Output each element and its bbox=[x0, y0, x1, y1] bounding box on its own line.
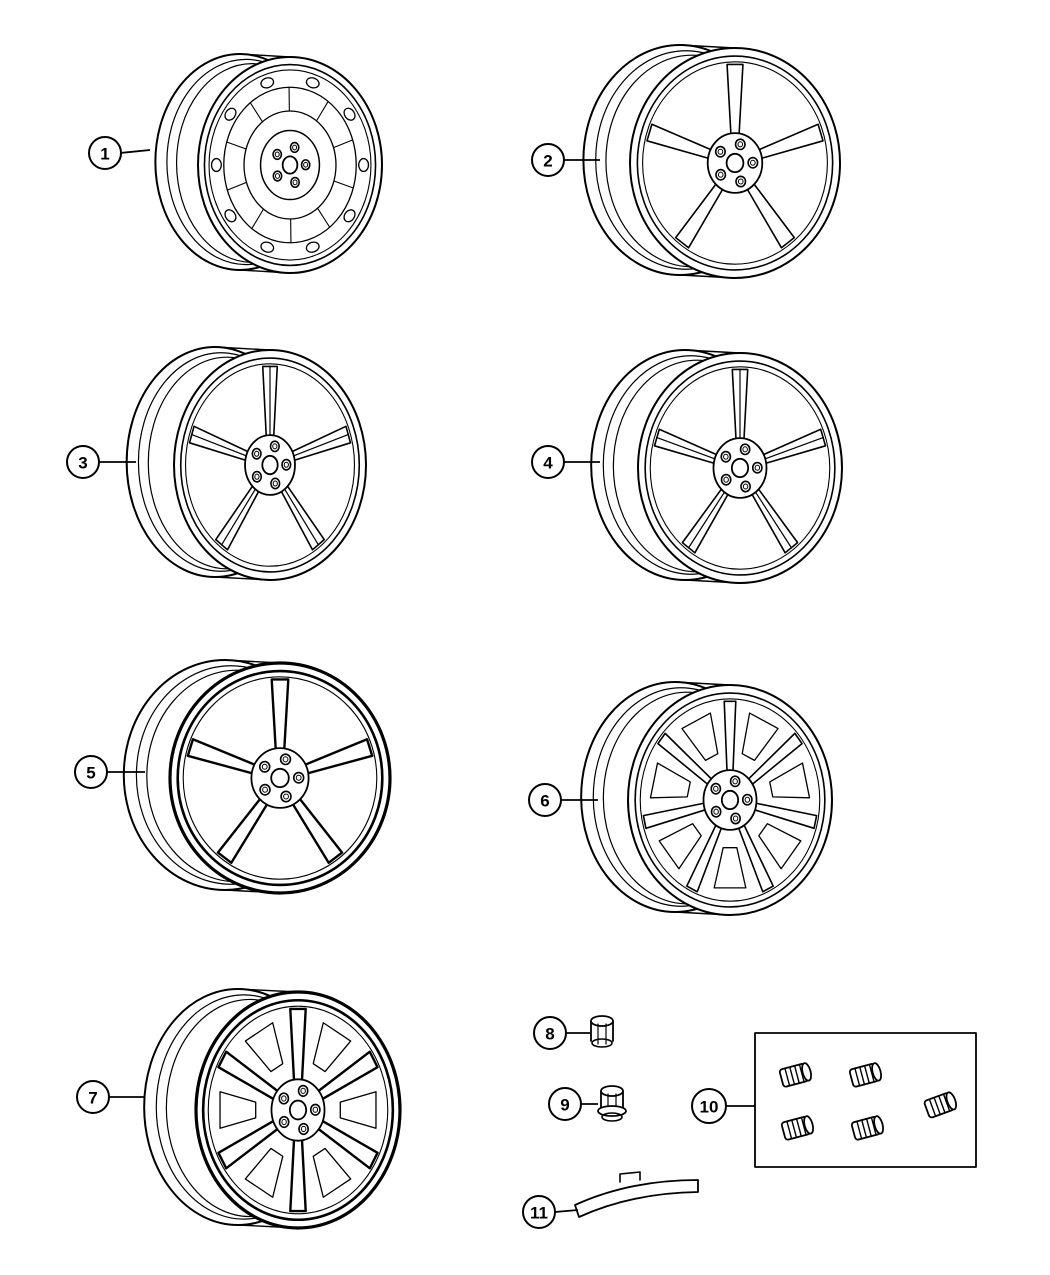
callout-number: 1 bbox=[100, 145, 109, 164]
callout-number: 9 bbox=[560, 1096, 569, 1115]
callout-number: 10 bbox=[700, 1098, 719, 1117]
wheel-aluminum-multi-window-icon bbox=[580, 681, 833, 916]
callout-10: 10 bbox=[691, 1088, 727, 1124]
callout-number: 5 bbox=[86, 764, 95, 783]
callout-number: 6 bbox=[540, 792, 549, 811]
callout-number: 11 bbox=[530, 1204, 548, 1223]
lug-nut-flanged-icon bbox=[597, 1085, 627, 1122]
wheel-weight-icon bbox=[574, 1171, 699, 1218]
callout-6: 6 bbox=[528, 783, 562, 817]
callout-number: 3 bbox=[78, 454, 87, 473]
callout-9: 9 bbox=[548, 1087, 582, 1121]
callout-1: 1 bbox=[88, 136, 122, 170]
callout-5: 5 bbox=[74, 755, 108, 789]
callout-3: 3 bbox=[66, 445, 100, 479]
callout-8: 8 bbox=[533, 1016, 567, 1050]
lug-nut-icon bbox=[590, 1015, 614, 1048]
callout-number: 7 bbox=[88, 1089, 97, 1108]
callout-4: 4 bbox=[531, 445, 565, 479]
callout-2: 2 bbox=[531, 143, 565, 177]
wheel-aluminum-6-spoke-icon bbox=[143, 988, 402, 1230]
callout-number: 8 bbox=[545, 1025, 554, 1044]
wheel-steel-icon bbox=[154, 53, 383, 274]
callout-number: 2 bbox=[543, 152, 552, 171]
wheel-aluminum-5-spoke-chrome-icon bbox=[122, 659, 392, 895]
wheel-aluminum-5-spoke-icon bbox=[582, 44, 841, 279]
callout-7: 7 bbox=[76, 1080, 110, 1114]
callout-number: 4 bbox=[543, 454, 553, 473]
wheel-aluminum-split-spoke-icon bbox=[125, 346, 367, 581]
callout-11: 11 bbox=[522, 1195, 556, 1229]
wheel-aluminum-twin-spoke-icon bbox=[590, 349, 843, 584]
wheel-lock-kit-icon bbox=[754, 1032, 977, 1168]
